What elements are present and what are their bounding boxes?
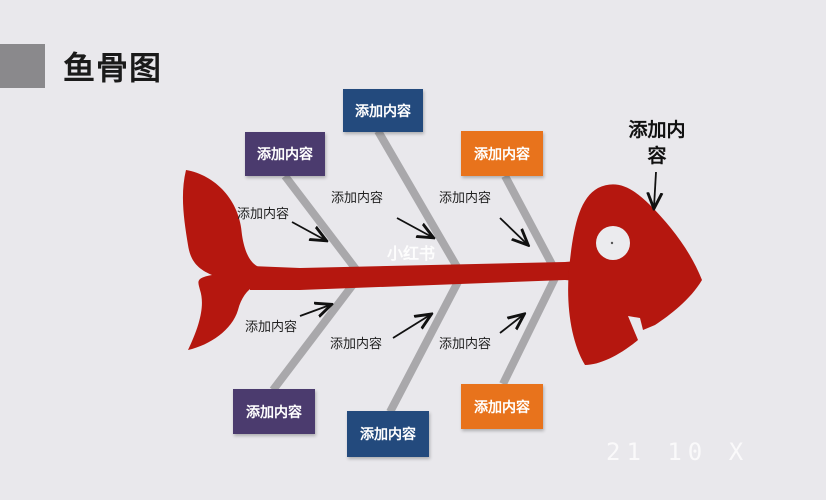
bones: [269, 128, 559, 414]
fish-spine: [250, 260, 590, 290]
top-box-1: 添加内容: [245, 132, 325, 176]
fish-head: [568, 184, 702, 365]
bottom-label-1: 添加内容: [245, 320, 298, 335]
arrow-bottom-1: [299, 305, 330, 316]
arrows: [291, 171, 656, 339]
top-label-2: 添加内容: [331, 191, 384, 206]
bone-top-2: [374, 128, 464, 275]
bone-bottom-1: [269, 275, 362, 393]
bone-top-1: [281, 173, 362, 275]
bone-top-3: [501, 174, 559, 272]
arrow-bottom-2: [392, 315, 430, 339]
title-accent-square: [0, 44, 45, 88]
bone-bottom-2: [386, 276, 464, 414]
bottom-box-2: 添加内容: [347, 411, 429, 457]
fish-tail: [182, 170, 262, 350]
arrow-top-3: [499, 217, 527, 244]
arrow-bottom-3: [499, 315, 523, 334]
bottom-box-3: 添加内容: [461, 384, 543, 429]
bottom-box-1: 添加内容: [233, 389, 315, 434]
bottom-label-3: 添加内容: [439, 337, 492, 352]
arrow-head: [654, 171, 656, 207]
top-box-2: 添加内容: [343, 89, 423, 132]
watermark: 小红书: [387, 244, 436, 263]
top-box-3: 添加内容: [461, 131, 543, 176]
fish-pupil: [610, 241, 614, 245]
head-label-line2: 容: [647, 145, 667, 167]
arrow-top-1: [291, 221, 325, 240]
head-label-line1: 添加内: [628, 119, 686, 141]
slide-title-bar: 鱼骨图: [0, 44, 162, 88]
top-label-1: 添加内容: [237, 207, 290, 222]
arrow-top-2: [396, 217, 432, 237]
head-label: 添加内 容: [617, 117, 697, 169]
slide-title: 鱼骨图: [63, 49, 163, 87]
top-label-3: 添加内容: [439, 191, 492, 206]
bottom-label-2: 添加内容: [330, 337, 383, 352]
bone-bottom-3: [499, 276, 559, 386]
timestamp-overlay: 21 10 X: [606, 438, 750, 466]
